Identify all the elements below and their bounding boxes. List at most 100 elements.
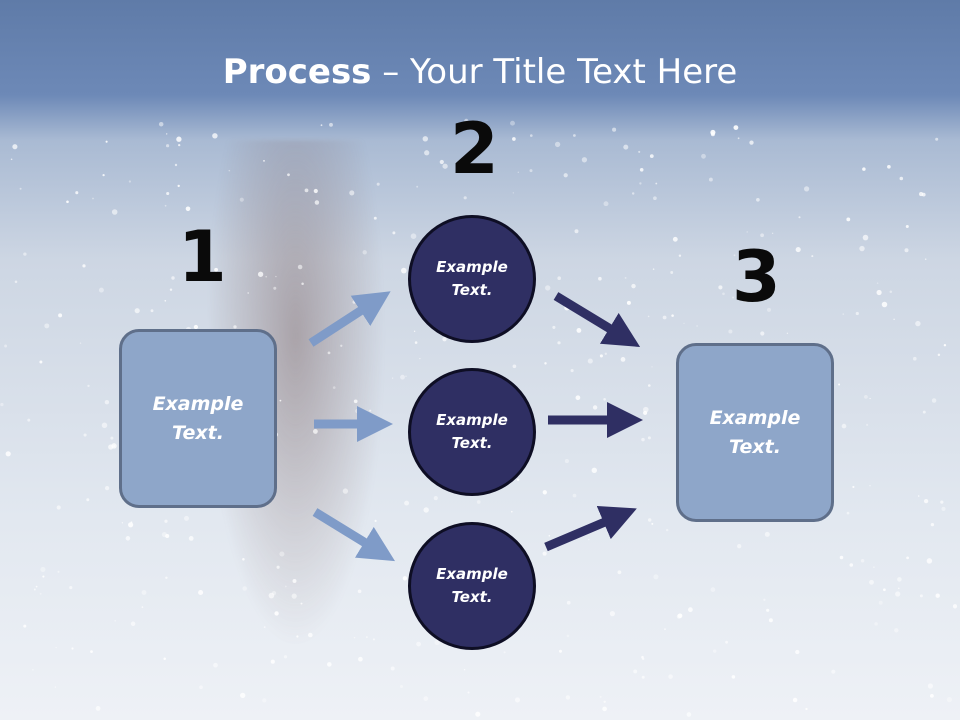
snowflake (737, 544, 742, 549)
snowflake (101, 422, 108, 429)
snowflake (718, 285, 723, 290)
snowflake (733, 254, 736, 257)
snowflake (647, 518, 652, 522)
snowflake (811, 255, 814, 258)
snowflake (647, 315, 650, 318)
snowflake (757, 294, 763, 300)
snowflake (760, 331, 765, 336)
snowflake (105, 140, 108, 143)
snowflake (442, 163, 448, 169)
circle-top-line2: Text. (451, 281, 493, 299)
circle-top[interactable]: Example Text. (408, 215, 536, 343)
snowflake (952, 604, 958, 609)
arrow-icon (312, 508, 396, 562)
snowflake (141, 590, 147, 595)
snowflake (701, 153, 706, 159)
snowflake (852, 485, 855, 489)
arrow-icon (308, 291, 391, 347)
snowflake (414, 341, 418, 344)
snowflake (881, 301, 888, 308)
snowflake (165, 576, 168, 580)
snowflake (876, 289, 882, 296)
snowflake (859, 245, 865, 252)
snowflake (274, 611, 279, 616)
snowflake (670, 271, 674, 274)
arrow-icon (544, 505, 637, 552)
snowflake (32, 669, 34, 671)
snowflake (413, 330, 416, 332)
snowflake (130, 521, 133, 524)
snowflake (291, 593, 297, 599)
snowflake (768, 618, 773, 623)
snowflake (463, 668, 466, 671)
snowflake (566, 600, 571, 605)
snowflake (612, 127, 617, 132)
snowflake (517, 171, 520, 174)
snowflake (516, 478, 520, 482)
snowflake (362, 250, 367, 255)
snowflake (283, 655, 288, 659)
snowflake (23, 252, 27, 256)
left-box-line2: Text. (172, 421, 224, 444)
step-number-1: 1 (178, 216, 227, 298)
snowflake (846, 217, 851, 222)
snowflake (165, 533, 170, 539)
snowflake (69, 586, 73, 590)
snowflake (923, 498, 929, 504)
snowflake (401, 267, 407, 274)
snowflake (686, 712, 692, 717)
snowflake (664, 628, 666, 630)
snowflake (125, 536, 131, 541)
snowflake (838, 383, 841, 386)
snowflake (889, 290, 893, 293)
snowflake (391, 377, 394, 379)
snowflake (662, 315, 667, 320)
snowflake (233, 325, 237, 329)
snowflake (678, 254, 682, 257)
snowflake (163, 657, 166, 661)
arrow-icon (553, 292, 641, 348)
step-number-3: 3 (732, 236, 781, 318)
snowflake (141, 606, 144, 608)
snowflake (688, 607, 693, 613)
snowflake (366, 636, 368, 638)
snowflake (899, 176, 904, 181)
snowflake (649, 154, 654, 158)
circle-bottom[interactable]: Example Text. (408, 522, 536, 650)
right-box[interactable]: Example Text. (676, 343, 834, 522)
snowflake (563, 173, 568, 178)
snowflake (731, 675, 736, 679)
circle-middle[interactable]: Example Text. (408, 368, 536, 496)
snowflake (722, 292, 725, 296)
snowflake (110, 436, 114, 440)
snowflake (228, 169, 231, 172)
snowflake (763, 598, 766, 601)
snowflake (683, 322, 685, 325)
snowflake (798, 216, 801, 219)
snowflake (570, 369, 574, 373)
snowflake (786, 332, 789, 334)
snowflake (214, 267, 218, 272)
snowflake (410, 233, 417, 239)
snowflake (617, 570, 622, 575)
snowflake (873, 566, 875, 568)
snowflake (647, 384, 651, 387)
snowflake (242, 586, 247, 591)
snowflake (404, 500, 410, 506)
left-box[interactable]: Example Text. (119, 329, 277, 508)
snowflake (581, 157, 588, 163)
snowflake (869, 485, 871, 487)
snowflake (327, 351, 331, 355)
circle-bottom-line1: Example (436, 565, 508, 583)
snowflake (653, 196, 657, 201)
snowflake (652, 268, 655, 270)
snowflake (839, 555, 844, 560)
snowflake (937, 353, 941, 357)
snowflake (599, 354, 603, 358)
snowflake (467, 691, 470, 694)
snowflake (304, 188, 309, 193)
snowflake (725, 640, 728, 644)
snowflake (897, 577, 902, 582)
snowflake (320, 124, 323, 127)
snowflake (641, 437, 645, 442)
